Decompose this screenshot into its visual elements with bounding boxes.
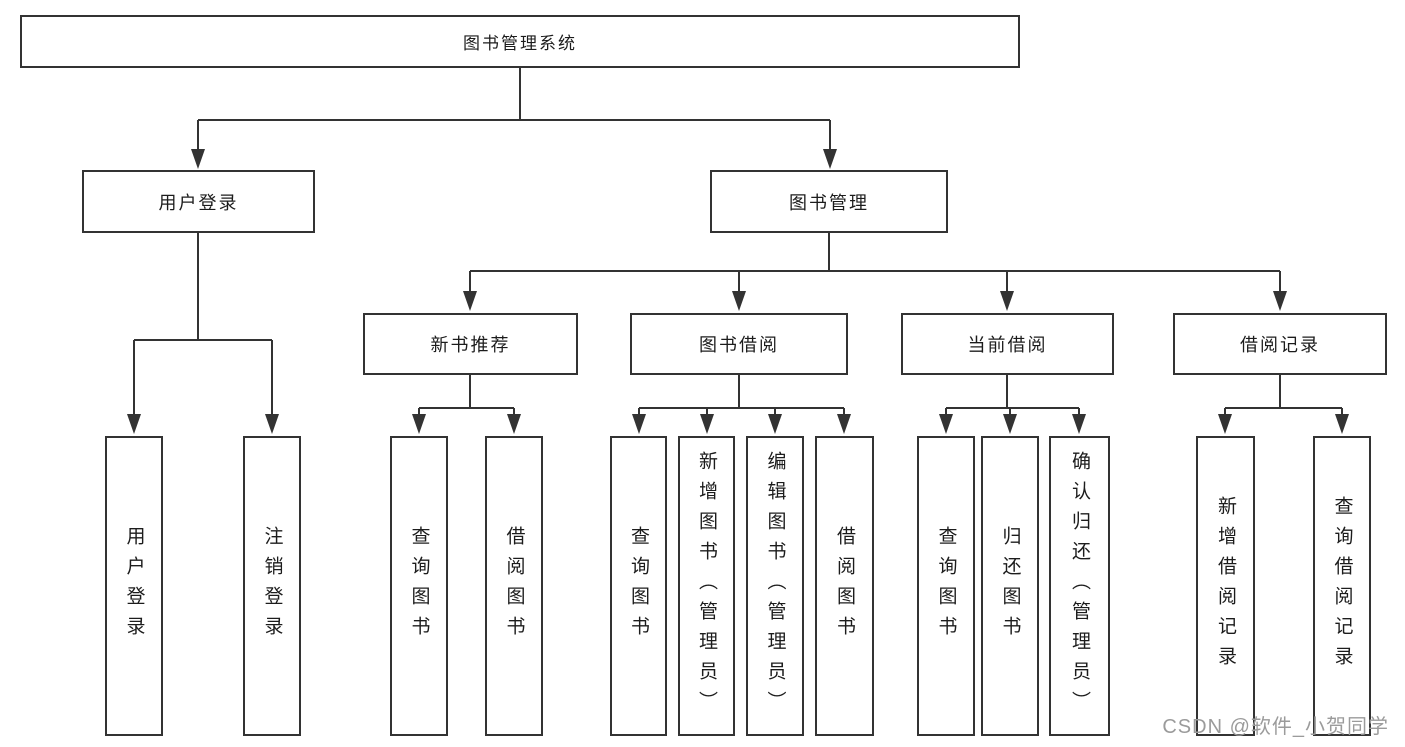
node-leaf-cb-query: 查询图书: [917, 436, 975, 736]
arrowhead-icon: [768, 414, 782, 434]
arrowhead-icon: [1335, 414, 1349, 434]
arrowhead-icon: [1218, 414, 1232, 434]
arrowhead-icon: [1003, 414, 1017, 434]
node-user-login: 用户登录: [82, 170, 315, 233]
node-current-borrow: 当前借阅: [901, 313, 1114, 375]
node-leaf-nbr-query: 查询图书: [390, 436, 448, 736]
arrowhead-icon: [700, 414, 714, 434]
arrowhead-icon: [1273, 291, 1287, 311]
arrowhead-icon: [837, 414, 851, 434]
arrowhead-icon: [939, 414, 953, 434]
node-leaf-logout: 注销登录: [243, 436, 301, 736]
arrowhead-icon: [1000, 291, 1014, 311]
node-borrow-records: 借阅记录: [1173, 313, 1387, 375]
arrowhead-icon: [412, 414, 426, 434]
arrowhead-icon: [732, 291, 746, 311]
arrowhead-icon: [191, 149, 205, 169]
node-leaf-br-query: 查询借阅记录: [1313, 436, 1371, 736]
arrowhead-icon: [507, 414, 521, 434]
node-leaf-bb-edit: 编辑图书（管理员）: [746, 436, 804, 736]
node-new-book-rec: 新书推荐: [363, 313, 578, 375]
watermark-text: CSDN @软件_小贺同学: [1162, 716, 1389, 738]
node-leaf-bb-borrow: 借阅图书: [815, 436, 874, 736]
node-leaf-cb-return: 归还图书: [981, 436, 1039, 736]
node-root: 图书管理系统: [20, 15, 1020, 68]
arrowhead-icon: [1072, 414, 1086, 434]
node-book-mgmt: 图书管理: [710, 170, 948, 233]
arrowhead-icon: [463, 291, 477, 311]
arrowhead-icon: [265, 414, 279, 434]
node-leaf-nbr-borrow: 借阅图书: [485, 436, 543, 736]
arrowhead-icon: [823, 149, 837, 169]
node-book-borrow: 图书借阅: [630, 313, 848, 375]
node-leaf-bb-query: 查询图书: [610, 436, 667, 736]
node-leaf-cb-confirm: 确认归还（管理员）: [1049, 436, 1110, 736]
node-leaf-user-login: 用户登录: [105, 436, 163, 736]
arrowhead-icon: [632, 414, 646, 434]
node-leaf-bb-add: 新增图书（管理员）: [678, 436, 735, 736]
node-leaf-br-add: 新增借阅记录: [1196, 436, 1255, 736]
arrowhead-icon: [127, 414, 141, 434]
